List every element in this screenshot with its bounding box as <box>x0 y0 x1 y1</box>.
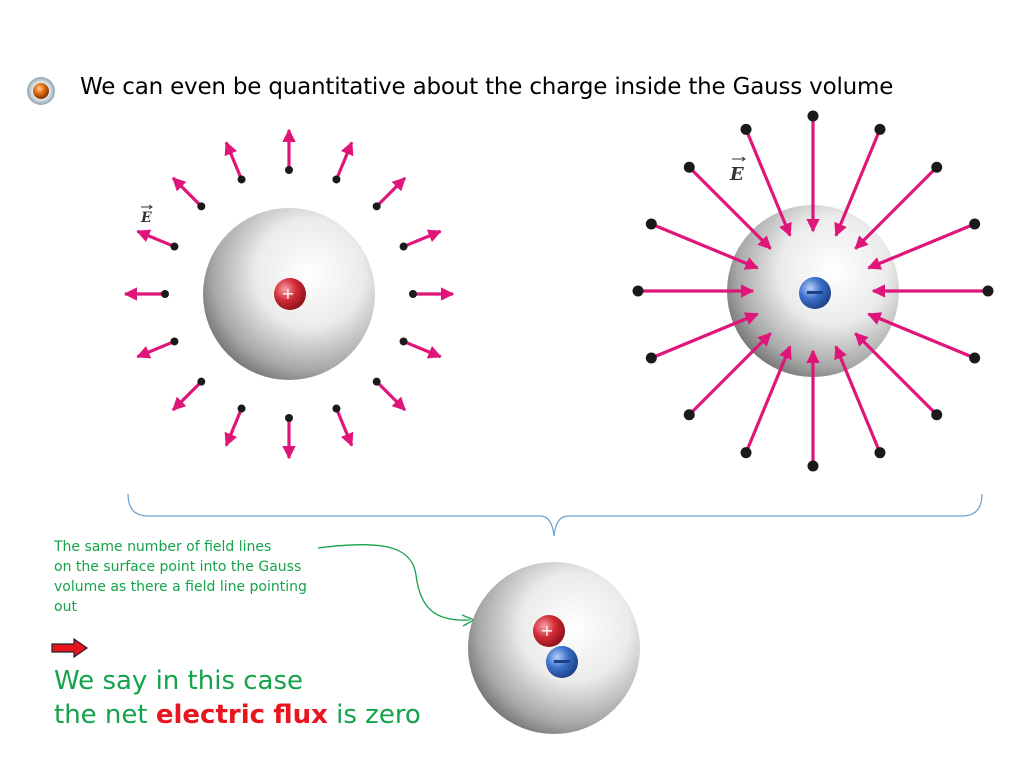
field-line-origin-dot <box>969 352 981 364</box>
field-line-arrow <box>854 166 938 250</box>
field-line-origin-dot <box>409 290 417 298</box>
note-line: on the surface point into the Gauss <box>54 559 302 575</box>
field-line-arrow <box>834 345 882 454</box>
field-line-arrow <box>834 128 882 237</box>
svg-text:E: E <box>729 164 744 185</box>
field-line-origin-dot <box>969 218 981 230</box>
positive-charge-bottom: + <box>533 615 565 647</box>
outward-field-arrows <box>123 128 455 460</box>
field-line-origin-dot <box>645 352 657 364</box>
field-line-origin-dot <box>740 447 752 459</box>
field-line-origin-dot <box>372 202 381 211</box>
svg-text:+: + <box>540 621 553 640</box>
field-line-origin-dot <box>332 175 341 184</box>
field-line-origin-dot <box>197 377 206 386</box>
field-line-origin-dot <box>161 290 169 298</box>
field-line-origin-dot <box>237 404 246 413</box>
field-line-origin-dot <box>683 161 695 173</box>
field-line-arrow <box>375 380 407 412</box>
field-label-right: E <box>729 156 746 185</box>
conclusion-line-1: We say in this case <box>54 666 304 696</box>
bullet-orb-icon <box>27 77 55 105</box>
field-line-origin-dot <box>807 110 819 122</box>
field-line-arrow <box>402 229 442 249</box>
field-line-origin-dot <box>982 285 994 297</box>
field-line-arrow <box>171 176 203 208</box>
note-line: volume as there a field line pointing <box>54 579 307 595</box>
field-line-arrow <box>650 222 759 270</box>
field-line-origin-dot <box>237 175 246 184</box>
note-line: out <box>54 599 77 615</box>
grouping-brace <box>127 493 983 537</box>
negative-charge <box>799 277 831 309</box>
positive-sign: + <box>281 284 294 303</box>
flux-keyword: flux <box>273 700 328 730</box>
field-line-origin-dot <box>874 447 886 459</box>
positive-charge-diagram: + E <box>123 128 455 460</box>
field-line-origin-dot <box>645 218 657 230</box>
field-label-left: E <box>140 204 153 226</box>
field-line-origin-dot <box>740 123 752 135</box>
field-line-arrow <box>402 339 442 359</box>
field-line-origin-dot <box>372 377 381 386</box>
field-line-arrow <box>136 229 176 249</box>
red-arrow-icon <box>51 638 89 658</box>
field-line-arrow <box>744 128 792 237</box>
conclusion-text: We say in this case the net electric flu… <box>54 664 421 732</box>
field-lines-note: The same number of field lines on the su… <box>54 537 354 617</box>
conclusion-line-2: the net electric flux is zero <box>54 700 421 730</box>
field-line-arrow <box>744 345 792 454</box>
field-line-origin-dot <box>399 242 408 251</box>
slide-title: We can even be quantitative about the ch… <box>80 74 894 100</box>
field-line-arrow <box>688 166 772 250</box>
field-line-arrow <box>867 312 976 360</box>
positive-charge: + <box>274 278 306 310</box>
field-line-origin-dot <box>332 404 341 413</box>
field-line-arrow <box>688 332 772 416</box>
field-line-arrow <box>375 176 407 208</box>
field-line-origin-dot <box>197 202 206 211</box>
field-line-origin-dot <box>931 161 943 173</box>
field-line-arrow <box>334 141 354 181</box>
gauss-sphere-bottom <box>468 562 640 734</box>
electric-keyword: electric <box>155 700 266 730</box>
field-line-arrow <box>224 407 244 447</box>
note-connector <box>317 543 471 621</box>
field-line-origin-dot <box>170 242 179 251</box>
negative-charge-bottom <box>546 646 578 678</box>
field-line-arrow <box>171 380 203 412</box>
field-line-origin-dot <box>931 409 943 421</box>
svg-text:E: E <box>140 210 152 226</box>
field-line-arrow <box>650 312 759 360</box>
field-line-origin-dot <box>285 414 293 422</box>
field-line-origin-dot <box>170 337 179 346</box>
note-line: The same number of field lines <box>54 539 272 555</box>
field-line-origin-dot <box>874 123 886 135</box>
field-line-arrow <box>334 407 354 447</box>
field-line-origin-dot <box>683 409 695 421</box>
field-line-origin-dot <box>285 166 293 174</box>
field-line-origin-dot <box>632 285 644 297</box>
field-line-arrow <box>224 141 244 181</box>
field-line-arrow <box>867 222 976 270</box>
field-line-origin-dot <box>807 460 819 472</box>
field-line-arrow <box>854 332 938 416</box>
neutral-diagram: + <box>468 562 640 734</box>
inward-field-arrows <box>632 110 994 472</box>
negative-charge-diagram: E <box>632 110 994 472</box>
field-line-arrow <box>136 339 176 359</box>
field-line-origin-dot <box>399 337 408 346</box>
